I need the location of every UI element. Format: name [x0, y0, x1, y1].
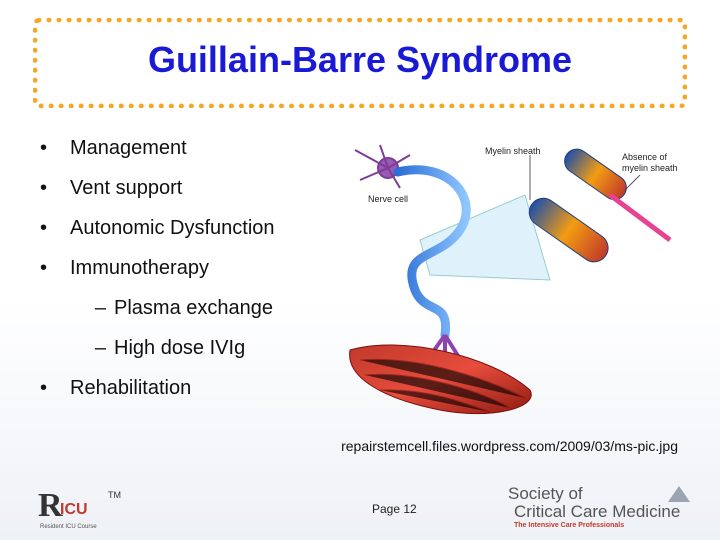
title-frame: Guillain-Barre Syndrome	[33, 18, 687, 108]
bullet-marker: –	[94, 336, 106, 359]
bullet-text: Immunotherapy	[70, 256, 209, 279]
label-nerve-cell: Nerve cell	[368, 194, 408, 204]
bullet-item: • Vent support	[40, 168, 275, 208]
bullet-marker: •	[40, 376, 48, 399]
sccm-line1: Society of	[508, 484, 583, 503]
bullet-marker: •	[40, 256, 48, 279]
bullet-list: • Management • Vent support • Autonomic Dys…	[40, 128, 275, 408]
bullet-text: Vent support	[70, 176, 183, 199]
label-absence-line1: Absence of	[622, 152, 668, 162]
bullet-text: Autonomic Dysfunction	[70, 216, 275, 239]
sccm-triangle-icon	[668, 486, 690, 502]
zoom-wedge	[419, 194, 551, 281]
bullet-marker: –	[94, 296, 106, 319]
bullet-text: High dose IVIg	[114, 336, 246, 359]
sub-bullet-item: –High dose IVIg	[40, 328, 275, 368]
sccm-line3: The Intensive Care Professionals	[514, 522, 625, 529]
svg-text:Resident ICU Course: Resident ICU Course	[40, 524, 97, 530]
slide-title: Guillain-Barre Syndrome	[147, 39, 573, 80]
ricu-logo: R ICU TM Resident ICU Course	[38, 484, 128, 532]
bullet-item: • Rehabilitation	[40, 368, 275, 408]
svg-text:R: R	[38, 487, 63, 524]
image-caption: repairstemcell.files.wordpress.com/2009/…	[341, 438, 678, 454]
bullet-item: • Management	[40, 128, 275, 168]
svg-text:TM: TM	[108, 490, 121, 500]
axon	[393, 165, 471, 340]
myelin-segment-upper	[564, 148, 627, 201]
ricu-logo-mark: R ICU TM Resident ICU Course	[38, 487, 121, 530]
sccm-logo: Society of Critical Care Medicine The In…	[508, 484, 694, 532]
label-myelin-sheath: Myelin sheath	[485, 146, 541, 156]
bullet-item: • Autonomic Dysfunction	[40, 208, 275, 248]
svg-text:ICU: ICU	[60, 501, 88, 518]
sccm-line2: Critical Care Medicine	[514, 502, 681, 521]
bullet-text: Rehabilitation	[70, 376, 192, 399]
muscle	[349, 344, 532, 415]
neuron-body	[354, 144, 411, 189]
bullet-marker: •	[40, 136, 48, 159]
bullet-item: • Immunotherapy	[40, 248, 275, 288]
myelin-segment	[528, 197, 609, 263]
bullet-marker: •	[40, 216, 48, 239]
bullet-marker: •	[40, 176, 48, 199]
demyelinated-fiber	[608, 193, 672, 242]
bullet-text: Plasma exchange	[114, 296, 273, 319]
nerve-cell-diagram: Myelin sheath Absence of myelin sheath N…	[349, 144, 678, 415]
label-absence-line2: myelin sheath	[622, 163, 678, 173]
sub-bullet-item: –Plasma exchange	[40, 288, 275, 328]
page-number: Page 12	[372, 502, 417, 516]
bullet-text: Management	[70, 136, 187, 159]
